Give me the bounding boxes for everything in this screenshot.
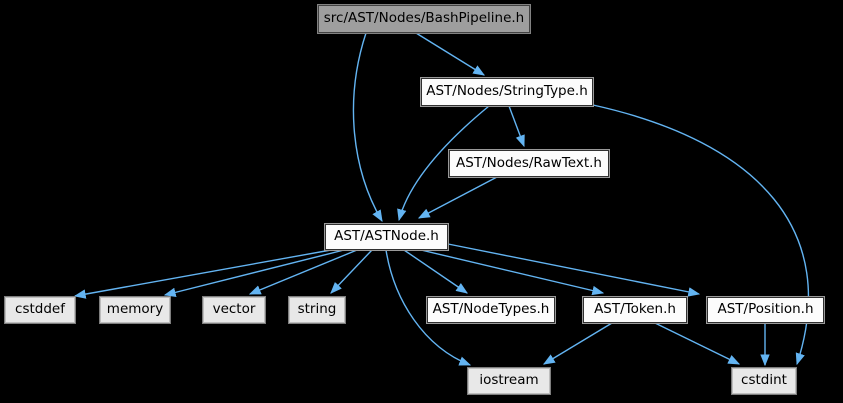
edge-astnode-to-position [447, 243, 701, 297]
node-cstdint[interactable]: cstdint [732, 368, 796, 394]
edge-astnode-to-cstddef [73, 249, 332, 299]
edge-astnode-to-string [330, 249, 373, 294]
edge-astnode-to-vector [248, 249, 358, 295]
node-rawtext[interactable]: AST/Nodes/RawText.h [449, 150, 609, 177]
node-position[interactable]: AST/Position.h [707, 297, 824, 323]
node-string[interactable]: string [289, 297, 345, 323]
edge-astnode-to-iostream [385, 249, 472, 366]
node-bashpipeline[interactable]: src/AST/Nodes/BashPipeline.h [318, 5, 530, 33]
edge-token-to-iostream [542, 322, 613, 365]
node-stringtype[interactable]: AST/Nodes/StringType.h [421, 78, 593, 106]
node-iostream[interactable]: iostream [468, 368, 550, 394]
edge-astnode-to-memory [163, 249, 345, 298]
node-cstddef[interactable]: cstddef [5, 297, 75, 323]
node-token[interactable]: AST/Token.h [583, 297, 687, 323]
node-vector[interactable]: vector [203, 297, 265, 323]
edge-token-to-cstdint [654, 322, 741, 365]
edge-rawtext-to-astnode [417, 176, 498, 219]
edge-stringtype-to-rawtext [508, 105, 525, 148]
edge-astnode-to-nodetypes [403, 249, 468, 294]
node-astnode[interactable]: AST/ASTNode.h [325, 224, 448, 250]
node-nodetypes[interactable]: AST/NodeTypes.h [427, 297, 555, 323]
node-memory[interactable]: memory [100, 297, 170, 323]
edge-bashpipeline-to-stringtype [415, 32, 486, 76]
edge-astnode-to-token [420, 249, 605, 296]
edge-stringtype-to-cstdint [592, 104, 810, 366]
edge-bashpipeline-to-astnode [352, 32, 383, 223]
edge-stringtype-to-astnode [397, 105, 490, 222]
